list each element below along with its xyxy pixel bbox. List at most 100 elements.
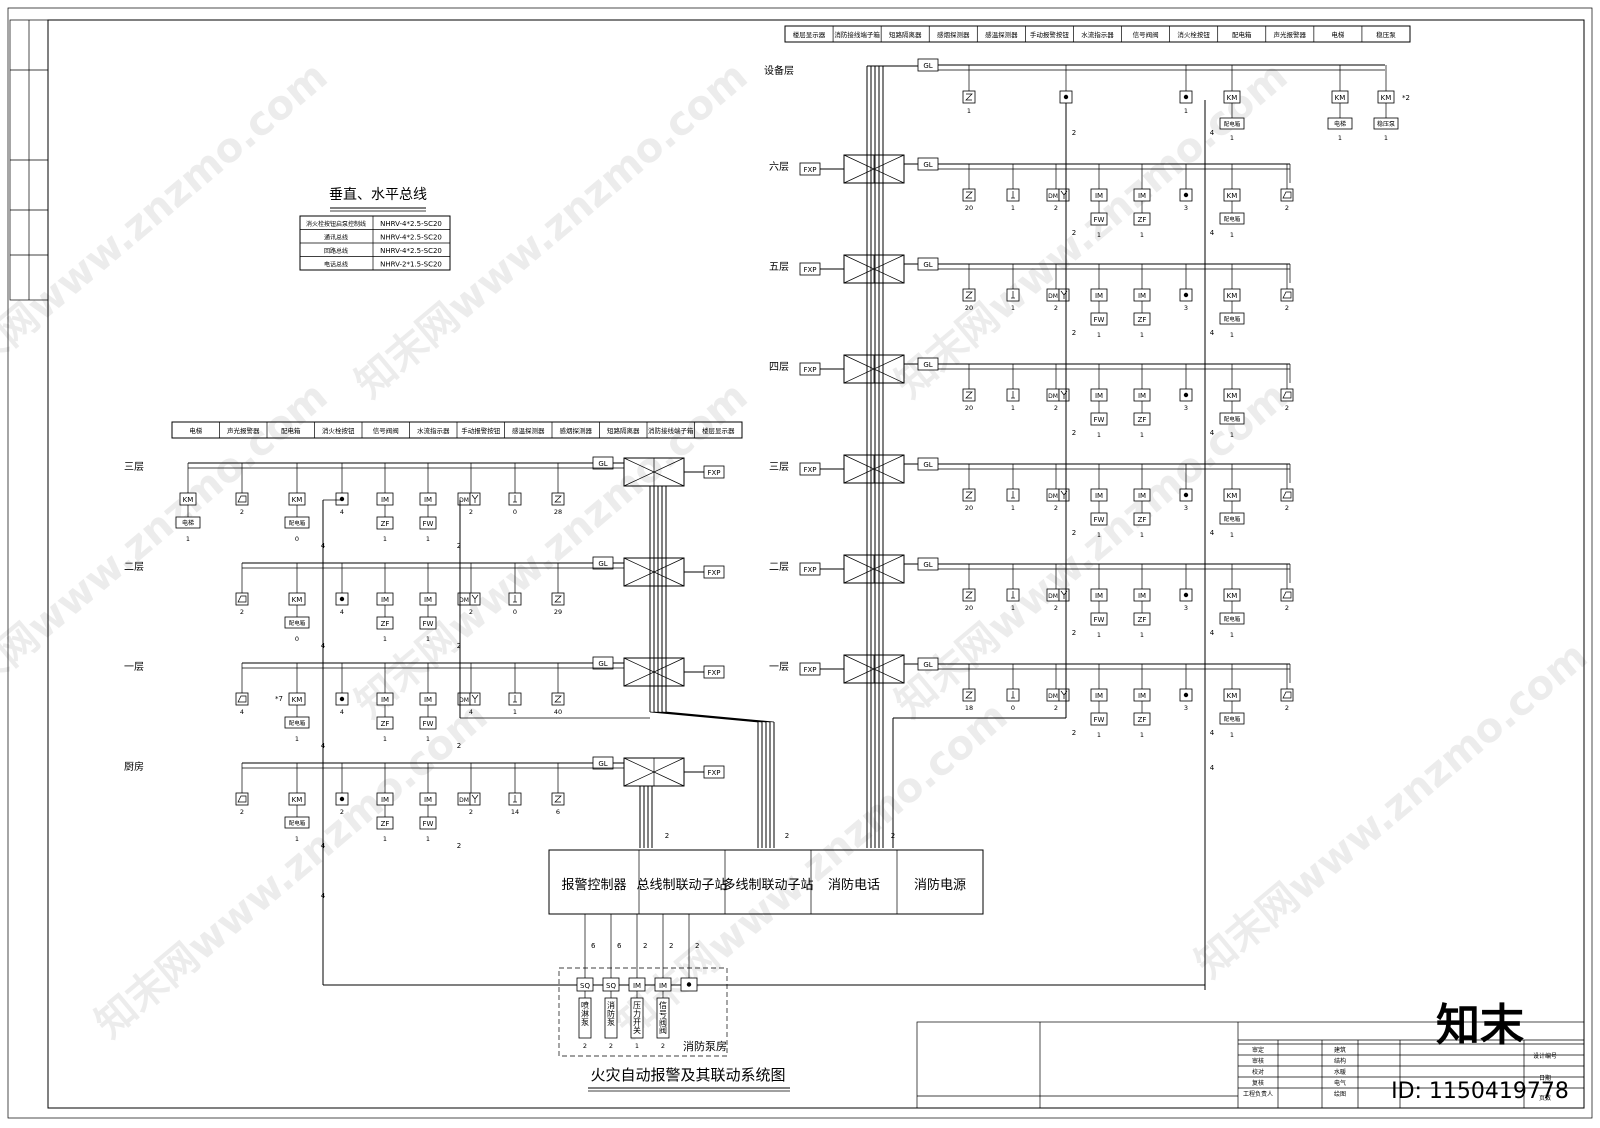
device-code: KM bbox=[292, 596, 303, 604]
pump-device-code: SQ bbox=[580, 982, 590, 990]
distribution-cabinet-label: 配电箱 bbox=[1224, 415, 1241, 423]
device-count: 0 bbox=[513, 508, 517, 516]
signal-valve bbox=[376, 816, 394, 830]
water-flow-indicator bbox=[1090, 712, 1108, 726]
water-flow-indicator bbox=[1090, 212, 1108, 226]
legend-cell: 短路隔离器 bbox=[889, 30, 922, 39]
device-count: 1 bbox=[426, 835, 430, 843]
tag-text: FXP bbox=[707, 469, 720, 477]
pump-name: 信号阀阀 bbox=[659, 1000, 667, 1035]
control-cabinet bbox=[548, 849, 984, 915]
wire-count: 4 bbox=[1210, 429, 1215, 437]
cabinet-section: 报警控制器 bbox=[561, 877, 626, 893]
wire-count: 4 bbox=[1210, 229, 1215, 237]
signal-valve bbox=[1133, 312, 1151, 326]
watermark: 知末网www.znzmo.com bbox=[87, 693, 496, 1047]
pump-name-box bbox=[630, 997, 644, 1039]
device-count: 0 bbox=[295, 635, 299, 643]
smoke-symbol bbox=[554, 495, 562, 503]
wire-count: 4 bbox=[1210, 629, 1215, 637]
device-count: 2 bbox=[1054, 404, 1058, 412]
device-count: 28 bbox=[554, 508, 562, 516]
device-code: KM bbox=[1227, 592, 1238, 600]
device-count: 2 bbox=[609, 1042, 613, 1050]
water-flow-indicator bbox=[419, 516, 437, 530]
device-code: IM bbox=[1095, 192, 1103, 200]
device-count: 1 bbox=[295, 835, 299, 843]
device-count: 1 bbox=[1184, 107, 1188, 115]
tag-text: FXP bbox=[803, 466, 816, 474]
bus-table-row-name: 消火栓按钮启泵控制线 bbox=[306, 220, 366, 228]
device-count: 2 bbox=[469, 508, 473, 516]
device-code: IM bbox=[1138, 192, 1146, 200]
cabinet-section: 消防电源 bbox=[914, 877, 966, 893]
distribution-cabinet bbox=[284, 816, 310, 829]
wire-count: 2 bbox=[457, 842, 461, 850]
distribution-cabinet bbox=[1219, 612, 1245, 625]
distribution-cabinet-label: 配电箱 bbox=[1224, 615, 1241, 623]
device-count: 1 bbox=[1011, 404, 1015, 412]
vertical-label-char: 开 bbox=[633, 1018, 641, 1027]
wire-count: 2 bbox=[1072, 529, 1076, 537]
manual-alarm-code: DM bbox=[1048, 493, 1058, 500]
water-flow-indicator bbox=[1090, 612, 1108, 626]
signal-valve bbox=[1133, 212, 1151, 226]
distribution-cabinet bbox=[284, 516, 310, 529]
device-count: 1 bbox=[186, 535, 190, 543]
floor-label-equipment: 设备层 bbox=[764, 64, 794, 77]
alarm-symbol bbox=[237, 495, 247, 503]
device-count: 29 bbox=[554, 608, 562, 616]
device-count: 1 bbox=[1230, 531, 1234, 539]
device-count: 1 bbox=[513, 708, 517, 716]
hydrant-button-symbol bbox=[1183, 94, 1189, 100]
wire-count: 2 bbox=[457, 742, 461, 750]
device-code: KM bbox=[1227, 492, 1238, 500]
device-code: FW bbox=[423, 520, 434, 528]
device-count: 1 bbox=[1230, 134, 1234, 142]
wire-count: 2 bbox=[457, 542, 461, 550]
device-count: 1 bbox=[295, 735, 299, 743]
device-count: 0 bbox=[513, 608, 517, 616]
device-code: FW bbox=[1094, 616, 1105, 624]
distribution-cabinet bbox=[284, 716, 310, 729]
device-count: 1 bbox=[1230, 231, 1234, 239]
device-count: 2 bbox=[240, 608, 244, 616]
device-count: 18 bbox=[965, 704, 973, 712]
tag-text: FXP bbox=[803, 266, 816, 274]
tag-text: FXP bbox=[803, 366, 816, 374]
device-count: 1 bbox=[426, 735, 430, 743]
watermark: 知末网www.znzmo.com bbox=[347, 53, 756, 407]
pump-name-box bbox=[604, 997, 618, 1039]
device-count: 1 bbox=[1011, 304, 1015, 312]
cabinet-section: 总线制联动子站 bbox=[636, 878, 727, 893]
alarm-symbol bbox=[237, 595, 247, 603]
title-block-discipline: 绘图 bbox=[1334, 1090, 1346, 1098]
bus-table-row-name: 通讯总线 bbox=[324, 234, 348, 242]
manual-alarm-symbol bbox=[471, 594, 479, 603]
device-count: 40 bbox=[554, 708, 562, 716]
hydrant-button-symbol bbox=[1183, 292, 1189, 298]
distribution-cabinet-label: 配电箱 bbox=[1224, 215, 1241, 223]
smoke-symbol bbox=[554, 595, 562, 603]
floor-label-right: 五层 bbox=[769, 261, 789, 273]
title-block-discipline: 建筑 bbox=[1334, 1046, 1346, 1054]
wire-count: 2 bbox=[643, 942, 647, 950]
tag-text: GL bbox=[923, 261, 932, 269]
manual-alarm-code: DM bbox=[1048, 593, 1058, 600]
device-count: 2 bbox=[240, 808, 244, 816]
tag-text: FXP bbox=[707, 569, 720, 577]
device-code: FW bbox=[1094, 316, 1105, 324]
distribution-cabinet-label: 配电箱 bbox=[289, 519, 306, 527]
device-code: IM bbox=[424, 496, 432, 504]
title-block-date: 日期 bbox=[1539, 1074, 1551, 1082]
legend-cell: 短路隔离器 bbox=[607, 426, 640, 435]
device-code: KM bbox=[1381, 94, 1392, 102]
distribution-cabinet-label: 配电箱 bbox=[1224, 120, 1241, 128]
wire-count: 2 bbox=[785, 832, 789, 840]
vertical-label-char: 力 bbox=[633, 1008, 641, 1018]
manual-alarm-code: DM bbox=[1048, 293, 1058, 300]
device-code: KM bbox=[1227, 94, 1238, 102]
device-code: IM bbox=[1138, 492, 1146, 500]
device-code: ZF bbox=[381, 520, 390, 528]
alarm-symbol bbox=[1282, 291, 1292, 299]
